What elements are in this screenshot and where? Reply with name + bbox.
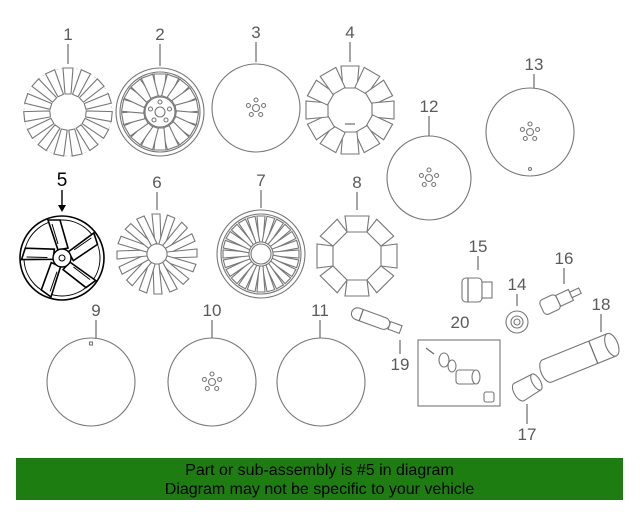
part-14-lug-nut bbox=[505, 310, 529, 334]
callout-10: 10 bbox=[203, 301, 222, 320]
part-5-alloy-wheel[interactable] bbox=[19, 215, 105, 301]
callout-9: 9 bbox=[91, 301, 100, 320]
part-7-wheel bbox=[216, 209, 306, 299]
callout-12: 12 bbox=[420, 97, 439, 116]
part-6-wheel-cover bbox=[116, 213, 198, 295]
callout-17: 17 bbox=[518, 425, 537, 444]
callout-5[interactable]: 5 bbox=[57, 170, 68, 191]
banner-line-1: Part or sub-assembly is #5 in diagram bbox=[185, 462, 454, 479]
callout-2: 2 bbox=[155, 25, 164, 44]
callout-18: 18 bbox=[592, 295, 611, 314]
part-10-wheel-disc bbox=[167, 337, 257, 427]
part-12-spare-wheel bbox=[386, 135, 472, 221]
part-4-wheel-cover bbox=[305, 65, 395, 155]
part-17-valve-cap bbox=[511, 373, 543, 402]
part-3-wheel-disc bbox=[211, 63, 301, 153]
callout-13: 13 bbox=[525, 55, 544, 74]
info-banner: Part or sub-assembly is #5 in diagram Di… bbox=[16, 458, 623, 500]
banner-line-2: Diagram may not be specific to your vehi… bbox=[164, 481, 475, 498]
part-9-wheel-disc bbox=[46, 337, 136, 427]
callout-3: 3 bbox=[251, 23, 260, 42]
callout-8: 8 bbox=[352, 173, 361, 192]
part-2-wheel bbox=[115, 67, 205, 157]
part-18-valve-stem bbox=[539, 332, 620, 383]
callout-15: 15 bbox=[469, 237, 488, 256]
part-8-wheel-cover bbox=[316, 215, 398, 297]
part-11-wheel-disc bbox=[276, 337, 366, 427]
callout-14: 14 bbox=[508, 275, 527, 294]
leader-lines bbox=[58, 42, 602, 424]
part-19-tpms-sensor bbox=[350, 307, 403, 334]
callout-7: 7 bbox=[256, 171, 265, 190]
callout-4: 4 bbox=[345, 23, 354, 42]
callout-1: 1 bbox=[63, 25, 72, 44]
callout-6: 6 bbox=[152, 173, 161, 192]
part-13-spare-wheel bbox=[485, 87, 575, 177]
callout-19: 19 bbox=[391, 355, 410, 374]
part-15-valve-nut bbox=[461, 277, 493, 303]
callout-20: 20 bbox=[451, 313, 470, 332]
callout-11: 11 bbox=[311, 301, 329, 320]
callout-16: 16 bbox=[555, 249, 574, 268]
part-1-wheel-cover bbox=[23, 67, 113, 157]
part-20-service-kit bbox=[417, 339, 501, 407]
part-16-pressure-sensor bbox=[539, 287, 582, 315]
